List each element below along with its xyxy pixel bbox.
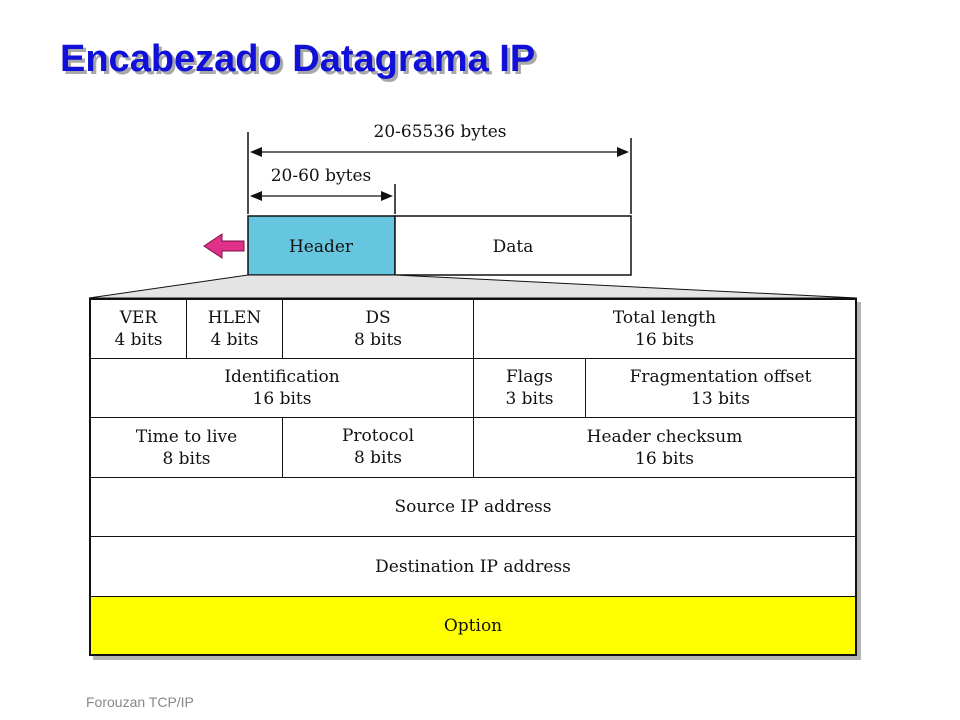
field-identification-name: Identification <box>224 367 340 387</box>
field-fragmentation-offset: Fragmentation offset 13 bits <box>585 358 856 418</box>
data-box-label: Data <box>493 237 534 257</box>
field-time-to-live: Time to live 8 bits <box>90 417 283 478</box>
field-header-checksum-name: Header checksum <box>586 426 743 447</box>
field-identification-size: 16 bits <box>252 389 312 409</box>
field-time-to-live-name: Time to live <box>135 426 238 447</box>
data-box <box>394 215 632 276</box>
field-source-ip-address-name: Source IP address <box>394 497 552 517</box>
total-size-arrowhead-right <box>617 147 629 157</box>
field-destination-ip-address: Destination IP address <box>90 536 856 597</box>
left-arrow-icon <box>203 233 245 259</box>
total-size-arrowhead-left <box>250 147 262 157</box>
field-total-length-name: Total length <box>612 308 717 328</box>
field-flags-name: Flags <box>506 367 553 387</box>
field-ds-name: DS <box>365 308 391 328</box>
field-ver-size: 4 bits <box>114 330 163 350</box>
field-time-to-live-size: 8 bits <box>162 448 211 469</box>
field-protocol: Protocol 8 bits <box>282 417 474 478</box>
field-hlen-size: 4 bits <box>210 330 259 350</box>
field-flags: Flags 3 bits <box>473 358 586 418</box>
field-total-length-size: 16 bits <box>635 330 694 350</box>
header-size-label: 20-60 bytes <box>271 166 372 186</box>
field-destination-ip-address-name: Destination IP address <box>375 556 571 577</box>
slide-title: Encabezado Datagrama IP <box>60 38 536 80</box>
header-box-label: Header <box>289 237 354 257</box>
field-option-name: Option <box>443 615 503 636</box>
field-protocol-size: 8 bits <box>353 448 403 468</box>
header-box <box>247 215 396 276</box>
header-expansion-shade <box>88 274 858 299</box>
field-header-checksum-size: 16 bits <box>635 448 694 469</box>
slide-footer: Forouzan TCP/IP <box>86 694 194 710</box>
field-fragmentation-offset-size: 13 bits <box>691 389 750 409</box>
total-size-label: 20-65536 bytes <box>374 122 507 142</box>
ip-header-fields: VER 4 bits HLEN 4 bits DS 8 bits Total l… <box>89 298 857 656</box>
field-fragmentation-offset-name: Fragmentation offset <box>629 367 812 387</box>
field-option: Option <box>90 596 856 655</box>
field-identification: Identification 16 bits <box>90 358 474 418</box>
header-size-arrowhead-right <box>381 191 393 201</box>
field-source-ip-address: Source IP address <box>90 477 856 537</box>
field-flags-size: 3 bits <box>505 389 554 409</box>
field-header-checksum: Header checksum 16 bits <box>473 417 856 478</box>
field-ds-size: 8 bits <box>353 330 403 350</box>
field-ver-name: VER <box>119 308 158 328</box>
header-size-arrowhead-left <box>250 191 262 201</box>
field-ds: DS 8 bits <box>282 299 474 359</box>
field-protocol-name: Protocol <box>341 426 415 446</box>
field-total-length: Total length 16 bits <box>473 299 856 359</box>
field-hlen-name: HLEN <box>207 308 262 328</box>
field-hlen: HLEN 4 bits <box>186 299 283 359</box>
field-ver: VER 4 bits <box>90 299 187 359</box>
